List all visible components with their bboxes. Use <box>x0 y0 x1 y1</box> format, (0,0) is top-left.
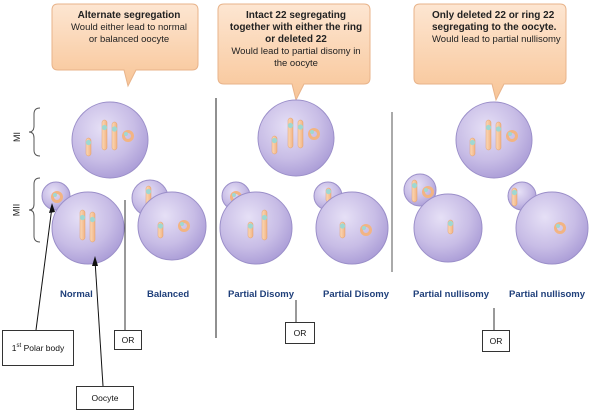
mi-brace <box>28 107 41 157</box>
mii-label: MII <box>11 203 22 217</box>
polar-body-chromosome-5 <box>411 179 418 203</box>
callout-3-body: Would lead to partial nullisomy <box>432 34 561 45</box>
disomy-1-chromosome-b <box>261 209 268 241</box>
oocyte-cell-normal <box>51 191 125 265</box>
or-box-3-label: OR <box>489 336 503 346</box>
oocyte-cell-balanced <box>137 191 207 261</box>
callout-2-heading: Intact 22 segregating together with eith… <box>229 10 363 45</box>
mii-brace <box>28 177 41 243</box>
callout-alternate-segregation <box>51 3 199 88</box>
balanced-ring <box>178 220 190 232</box>
mi-chromosome-a-2 <box>271 135 278 155</box>
polar-body-arrow <box>35 206 53 331</box>
oocyte-cell-disomy-2 <box>315 191 389 265</box>
callout-partial-nullisomy <box>413 3 567 102</box>
mi-cell-1 <box>71 101 149 179</box>
mi-chromosome-a-3 <box>469 137 476 157</box>
or-box-2-label: OR <box>293 328 307 338</box>
callout-1-text: Alternate segregation Would either lead … <box>66 10 192 46</box>
callout-2-text: Intact 22 segregating together with eith… <box>228 10 364 70</box>
nullisomy-1-chromosome <box>447 219 454 235</box>
oocyte-box: Oocyte <box>76 386 134 410</box>
mi-chromosome-b-3 <box>485 119 492 151</box>
callout-partial-disomy <box>217 3 371 102</box>
polar-body-ring-5 <box>422 186 434 198</box>
disomy-2-ring <box>360 224 372 236</box>
disomy-1-chromosome-a <box>247 221 254 239</box>
oocyte-arrow <box>94 259 104 387</box>
mi-chromosome-b-1 <box>101 119 108 151</box>
mi-chromosome-c-1 <box>111 121 118 151</box>
mi-ring-3 <box>506 130 518 142</box>
outcome-partial-nullisomy-2: Partial nullisomy <box>509 289 586 300</box>
or-box-1-label: OR <box>121 335 135 345</box>
callout-2-body: Would lead to partial disomy in the oocy… <box>231 46 361 69</box>
callout-1-heading: Alternate segregation <box>77 10 181 21</box>
polar-body-box: 1st Polar body <box>2 330 74 366</box>
mi-ring-2 <box>308 128 320 140</box>
oocyte-label: Oocyte <box>91 393 119 403</box>
outcome-balanced: Balanced <box>147 289 190 300</box>
oocyte-cell-nullisomy-2 <box>515 191 589 265</box>
outcome-partial-disomy-1: Partial Disomy <box>228 289 294 300</box>
or-box-1: OR <box>114 330 142 350</box>
callout-3-text: Only deleted 22 or ring 22 segregating t… <box>432 10 562 46</box>
balanced-chromosome <box>157 221 164 239</box>
outcome-partial-nullisomy-1: Partial nullisomy <box>413 289 490 300</box>
oocyte-chromosome-2 <box>89 211 96 243</box>
outcome-normal: Normal <box>60 289 93 300</box>
mi-cell-3 <box>455 101 533 179</box>
mi-chromosome-b-2 <box>287 117 294 149</box>
mi-chromosome-c-2 <box>297 119 304 149</box>
mi-label: MI <box>12 132 22 142</box>
callout-3-heading: Only deleted 22 or ring 22 segregating t… <box>432 10 557 33</box>
or-box-2: OR <box>285 322 315 344</box>
or-box-3: OR <box>482 330 510 352</box>
mi-cell-2 <box>257 99 335 177</box>
polar-body-ring-1 <box>51 191 63 203</box>
outcome-partial-disomy-2: Partial Disomy <box>323 289 389 300</box>
nullisomy-2-ring <box>554 222 566 234</box>
disomy-2-chromosome-a <box>339 221 346 239</box>
polar-body-label: 1st Polar body <box>11 343 65 353</box>
oocyte-cell-disomy-1 <box>219 191 293 265</box>
mi-ring-1 <box>122 130 134 142</box>
mi-chromosome-c-3 <box>495 121 502 151</box>
polar-body-chromosome-6 <box>511 187 518 207</box>
oocyte-chromosome-1 <box>79 209 86 241</box>
mi-chromosome-a-1 <box>85 137 92 157</box>
callout-1-body: Would either lead to normal or balanced … <box>71 22 187 45</box>
